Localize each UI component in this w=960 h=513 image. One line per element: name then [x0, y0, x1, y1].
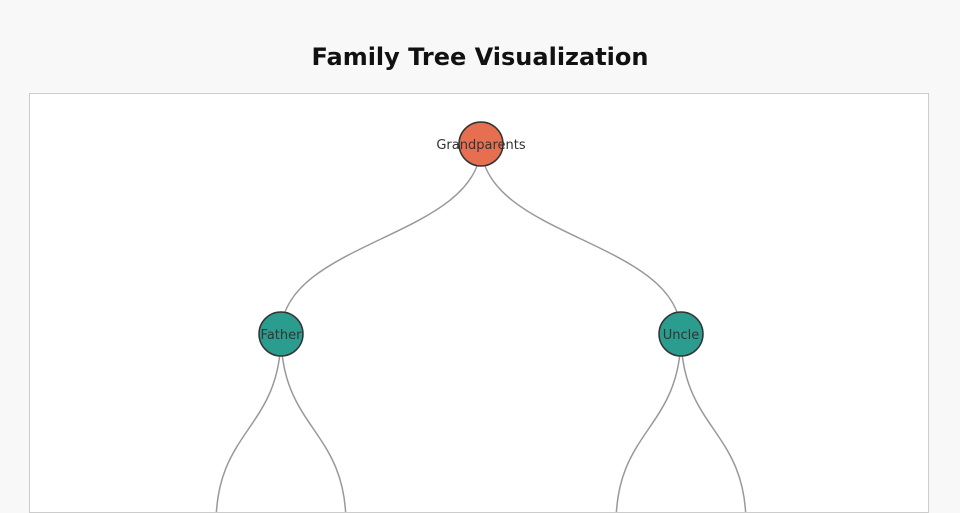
node-father[interactable]: Father [258, 311, 304, 357]
node-uncle[interactable]: Uncle [658, 311, 704, 357]
link-grandparents-father [280, 143, 482, 335]
family-tree-diagram: Grandparents Father Uncle [215, 121, 747, 512]
node-circle-uncle[interactable] [658, 311, 704, 357]
node-grandparents[interactable]: Grandparents [436, 121, 526, 167]
node-label-uncle: Uncle [663, 328, 700, 343]
link-uncle-child-2 [680, 333, 747, 512]
tree-panel: Grandparents Father Uncle [29, 93, 929, 513]
link-father-child-1 [215, 333, 282, 512]
link-uncle-child-1 [615, 333, 682, 512]
node-label-father: Father [261, 328, 303, 343]
node-circle-grandparents[interactable] [458, 121, 504, 167]
link-father-child-2 [280, 333, 347, 512]
node-label-grandparents: Grandparents [436, 138, 525, 153]
node-circle-father[interactable] [258, 311, 304, 357]
tree-links [215, 143, 747, 512]
link-grandparents-uncle [480, 143, 682, 335]
page-title: Family Tree Visualization [311, 43, 649, 71]
